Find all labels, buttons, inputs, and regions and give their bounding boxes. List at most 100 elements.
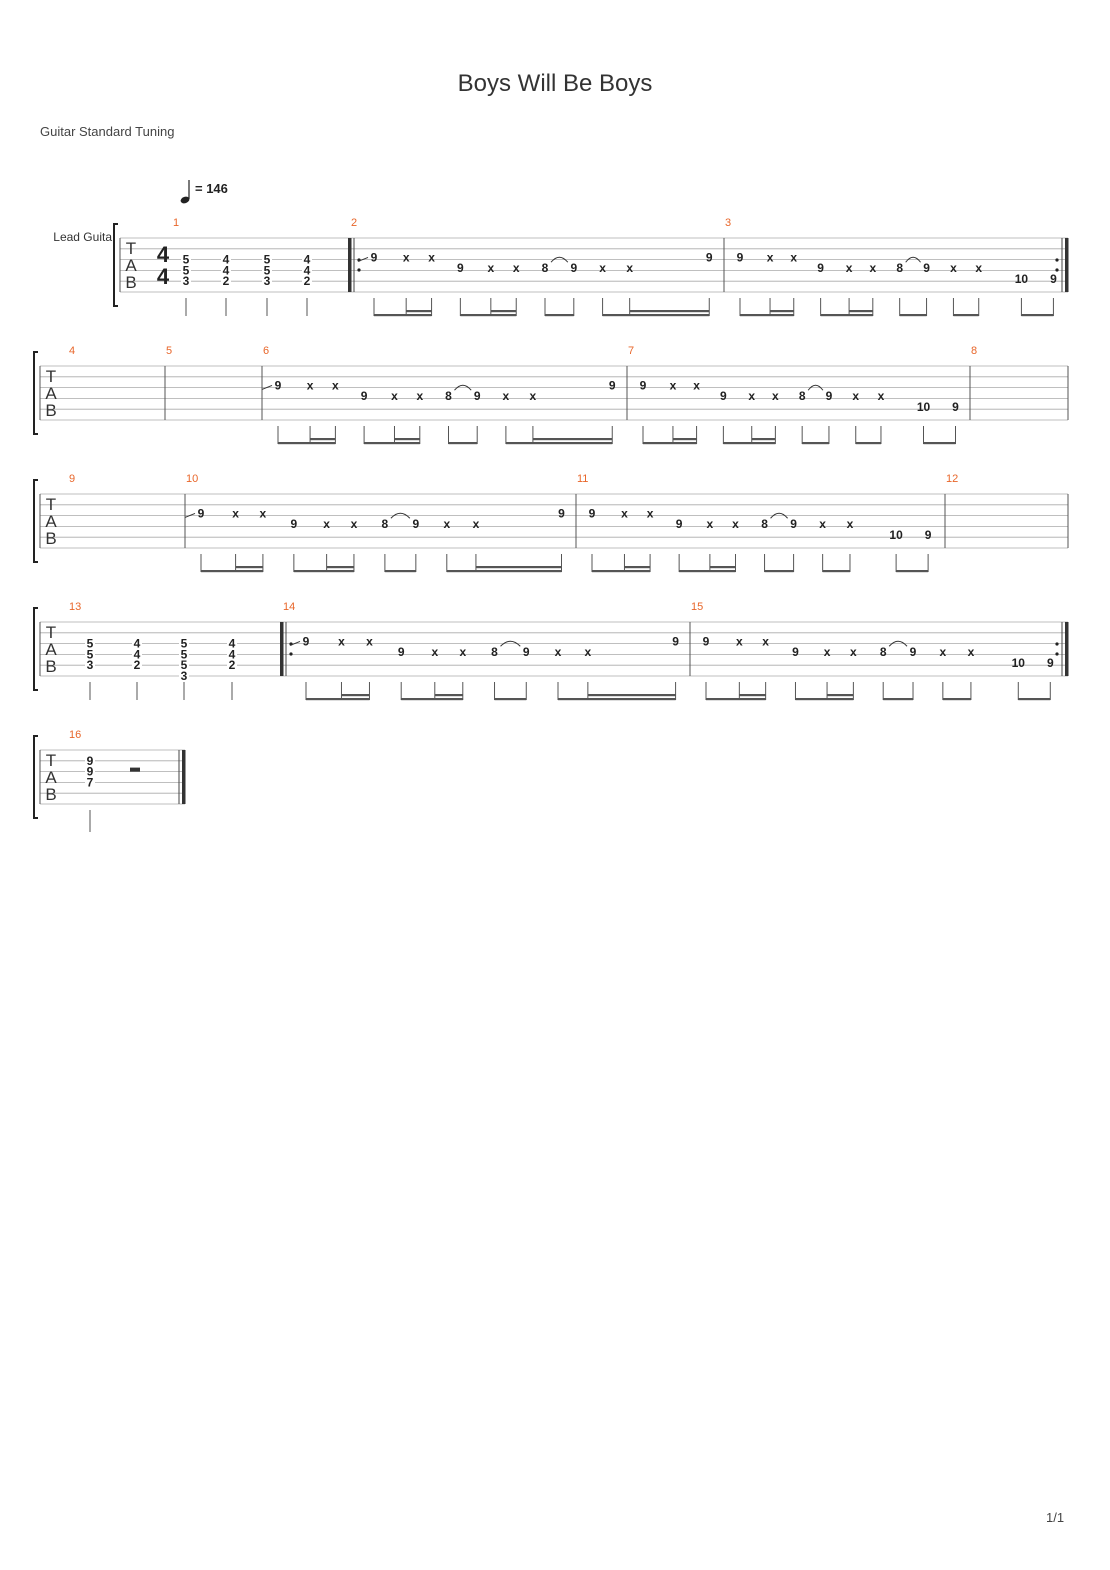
- dead-note: x: [473, 517, 480, 531]
- note-mask: [181, 254, 191, 265]
- measure-number: 2: [351, 217, 357, 229]
- fret-number: 3: [181, 669, 188, 683]
- fret-number: 9: [609, 378, 616, 392]
- dead-note: x: [819, 517, 826, 531]
- fret-number: 8: [542, 261, 549, 275]
- dead-note: x: [599, 261, 606, 275]
- repeat-dot: [1055, 642, 1059, 646]
- barline-thick: [182, 750, 186, 804]
- measure-number: 13: [69, 601, 81, 613]
- system-bracket: [113, 223, 118, 307]
- fret-number: 10: [889, 528, 903, 542]
- note-mask: [181, 265, 191, 276]
- fret-number: 9: [640, 378, 647, 392]
- note-mask: [221, 265, 231, 276]
- beam-primary: [883, 698, 914, 701]
- beam-primary: [740, 314, 794, 317]
- note-mask: [85, 766, 95, 777]
- note-mask: [179, 660, 189, 671]
- fret-number: 8: [761, 517, 768, 531]
- beam-primary: [1018, 698, 1051, 701]
- fret-number: 9: [570, 261, 577, 275]
- tab-clef-letter: B: [45, 657, 56, 676]
- measure-number: 4: [69, 345, 75, 357]
- fret-number: 9: [952, 400, 959, 414]
- barline-thick: [1065, 238, 1069, 292]
- tie-arc: [770, 512, 788, 519]
- tab-clef-letter: B: [45, 785, 56, 804]
- note-mask: [85, 755, 95, 766]
- tab-clef-letter: T: [46, 623, 56, 642]
- fret-number: 5: [264, 253, 271, 267]
- dead-note: x: [403, 250, 410, 264]
- fret-number: 9: [703, 634, 710, 648]
- beam-primary: [306, 698, 370, 701]
- note-mask: [179, 638, 189, 649]
- tab-clef-letter: T: [46, 367, 56, 386]
- dead-note: x: [585, 645, 592, 659]
- beam-primary: [855, 442, 881, 445]
- dead-note: x: [647, 506, 654, 520]
- tie-arc: [454, 384, 472, 391]
- note-mask: [179, 649, 189, 660]
- beam-primary: [923, 442, 956, 445]
- beam-secondary: [235, 566, 263, 569]
- dead-note: x: [707, 517, 714, 531]
- fret-number: 9: [275, 378, 282, 392]
- beam-primary: [505, 442, 613, 445]
- measure-number: 11: [577, 473, 588, 485]
- note-mask: [85, 660, 95, 671]
- tie-arc: [550, 256, 569, 263]
- measure-number: 5: [166, 345, 172, 357]
- tab-clef-letter: T: [126, 239, 136, 258]
- dead-note: x: [790, 250, 797, 264]
- dead-note: x: [323, 517, 330, 531]
- fret-number: 9: [589, 506, 596, 520]
- dead-note: x: [416, 389, 423, 403]
- fret-number: 8: [896, 261, 903, 275]
- half-rest: [130, 767, 140, 772]
- fret-number: 9: [87, 765, 94, 779]
- dead-note: x: [824, 645, 831, 659]
- tab-clef-letter: A: [125, 256, 137, 275]
- beam-primary: [953, 314, 979, 317]
- fret-number: 9: [198, 506, 205, 520]
- dead-note: x: [431, 645, 438, 659]
- fret-number: 5: [181, 658, 188, 672]
- note-mask: [179, 671, 189, 681]
- note-mask: [302, 254, 312, 265]
- fret-number: 5: [183, 253, 190, 267]
- dead-note: x: [443, 517, 450, 531]
- dead-note: x: [391, 389, 398, 403]
- fret-number: 9: [361, 389, 368, 403]
- fret-number: 8: [382, 517, 389, 531]
- fret-number: 5: [264, 263, 271, 277]
- beam-primary: [679, 570, 736, 573]
- note-mask: [85, 777, 95, 788]
- track-name: Lead Guita: [53, 230, 112, 244]
- dead-note: x: [975, 261, 982, 275]
- beam-secondary: [739, 694, 766, 697]
- beam-primary: [448, 442, 478, 445]
- dead-note: x: [772, 389, 779, 403]
- fret-number: 9: [291, 517, 298, 531]
- beam-primary: [942, 698, 971, 701]
- beam-secondary: [490, 310, 517, 313]
- tab-clef-letter: B: [45, 529, 56, 548]
- note-mask: [262, 276, 272, 287]
- fret-number: 9: [910, 645, 917, 659]
- fret-number: 9: [558, 506, 565, 520]
- fret-number: 4: [223, 263, 230, 277]
- dead-note: x: [626, 261, 633, 275]
- measure-number: 6: [263, 345, 269, 357]
- quarter-note-icon: [180, 196, 190, 204]
- fret-number: 9: [720, 389, 727, 403]
- fret-number: 5: [183, 263, 190, 277]
- fret-number: 4: [134, 637, 141, 651]
- fret-number: 9: [474, 389, 481, 403]
- beam-secondary: [475, 566, 562, 569]
- dead-note: x: [846, 261, 853, 275]
- slide-in-mark: [184, 512, 196, 518]
- dead-note: x: [748, 389, 755, 403]
- beam-secondary: [624, 566, 651, 569]
